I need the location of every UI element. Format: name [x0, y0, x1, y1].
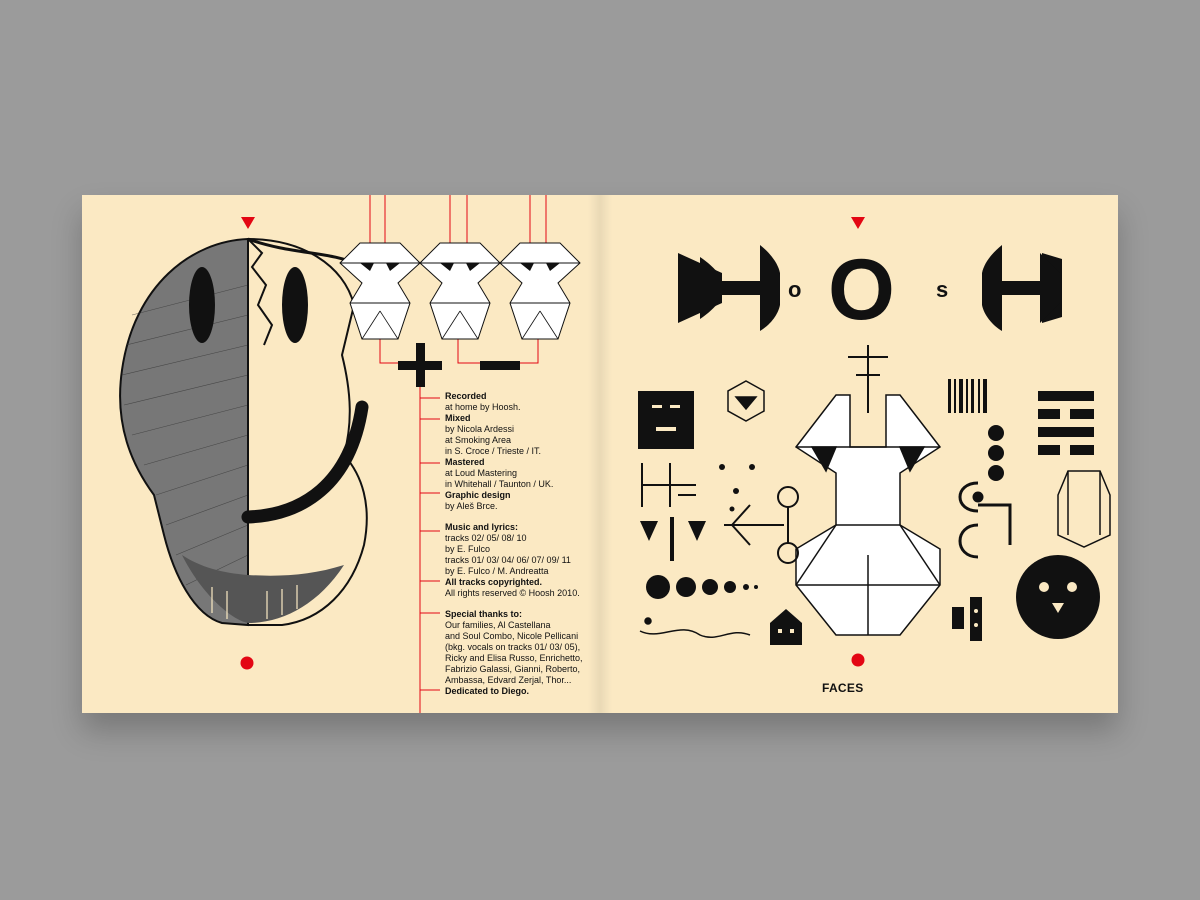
right-eye: [282, 267, 308, 343]
barcode-glyph-icon: [948, 379, 987, 413]
credit-line: by Aleš Brce.: [445, 501, 498, 511]
plus-icon: [398, 343, 442, 387]
credit-line: by Nicola Ardessi: [445, 424, 515, 434]
credit-line: Our families, Al Castellana: [445, 620, 551, 630]
origami-head-2: [419, 242, 501, 340]
arrow-rune-icon: [724, 504, 784, 546]
logo-letter-o-big: O: [828, 242, 895, 338]
circle-stack-icon: [777, 486, 799, 564]
red-triangle-marker: [241, 217, 255, 229]
tuning-glyph-icon: [641, 463, 696, 507]
credit-line: tracks 01/ 03/ 04/ 06/ 07/ 09/ 11: [445, 555, 571, 565]
credit-ticks: [420, 397, 440, 691]
dots-descending-icon: [646, 575, 758, 599]
credit-line: at Smoking Area: [445, 435, 512, 445]
credit-line: in Whitehall / Taunton / UK.: [445, 479, 554, 489]
gem-outline-icon: [1057, 470, 1111, 548]
right-page: o O s: [600, 195, 1118, 713]
right-page-artwork: o O s: [638, 217, 1111, 667]
eye-squiggle-icon: [639, 617, 751, 638]
credit-line: All rights reserved © Hoosh 2010.: [445, 588, 580, 598]
origami-head-1: [339, 242, 421, 340]
center-fold: [588, 195, 612, 713]
credit-recorded-label: Recorded: [445, 391, 487, 401]
credit-line: at home by Hoosh.: [445, 402, 521, 412]
credit-line: Fabrizio Galassi, Gianni, Roberto,: [445, 664, 581, 674]
credit-line: and Soul Combo, Nicole Pellicani: [445, 631, 579, 641]
credit-dedication: Dedicated to Diego.: [445, 686, 530, 696]
credits-text-block: Recorded at home by Hoosh. Mixed by Nico…: [445, 391, 595, 697]
faces-caption: FACES: [822, 681, 864, 695]
small-dots-icon: [719, 464, 755, 512]
skull-smiley-illustration: [119, 237, 369, 627]
hexagram-bars-icon: [1038, 391, 1094, 455]
credit-music-label: Music and lyrics:: [445, 522, 519, 532]
credit-mastered-label: Mastered: [445, 457, 485, 467]
credit-line: by E. Fulco: [445, 544, 491, 554]
bars-pair-icon: [952, 597, 982, 641]
square-face-icon: [638, 391, 694, 449]
credit-mixed-label: Mixed: [445, 413, 471, 423]
credit-thanks-label: Special thanks to:: [445, 609, 523, 619]
logo-letter-s: s: [936, 277, 948, 302]
origami-head-3: [499, 242, 581, 340]
credit-line: (bkg. vocals on tracks 01/ 03/ 05),: [445, 642, 581, 652]
cross-glyph-icon: [848, 345, 888, 413]
round-face-icon: [1016, 555, 1100, 639]
skull-left-half: [120, 239, 248, 625]
logo-letter-o-small: o: [788, 277, 801, 302]
left-page-artwork: [119, 195, 581, 713]
hoosh-logo: o O s: [678, 242, 1062, 338]
minus-icon: [480, 361, 520, 370]
credit-design-label: Graphic design: [445, 490, 511, 500]
hexagon-glyph-icon: [727, 380, 765, 422]
credit-copyright-label: All tracks copyrighted.: [445, 577, 543, 587]
red-dot-marker: [240, 656, 254, 670]
credit-line: by E. Fulco / M. Andreatta: [445, 566, 549, 576]
origami-head-large: [794, 394, 942, 636]
cd-booklet-spread: Recorded at home by Hoosh. Mixed by Nico…: [82, 195, 1118, 713]
hanging-wires: [369, 195, 547, 364]
red-dot-marker: [851, 653, 865, 667]
left-eye: [189, 267, 215, 343]
credit-line: at Loud Mastering: [445, 468, 518, 478]
credit-line: Ricky and Elisa Russo, Enrichetto,: [445, 653, 583, 663]
emoji-faces-column-icon: [988, 425, 1004, 481]
red-triangle-marker: [851, 217, 865, 229]
triangles-row-icon: [640, 517, 706, 561]
credit-line: tracks 02/ 05/ 08/ 10: [445, 533, 527, 543]
hooks-icon: [958, 481, 1012, 559]
house-icon: [770, 609, 802, 645]
credit-line: in S. Croce / Trieste / IT.: [445, 446, 542, 456]
credit-line: Ambassa, Edvard Zerjal, Thor...: [445, 675, 572, 685]
left-page: Recorded at home by Hoosh. Mixed by Nico…: [82, 195, 600, 713]
smile-mouth: [241, 400, 369, 524]
